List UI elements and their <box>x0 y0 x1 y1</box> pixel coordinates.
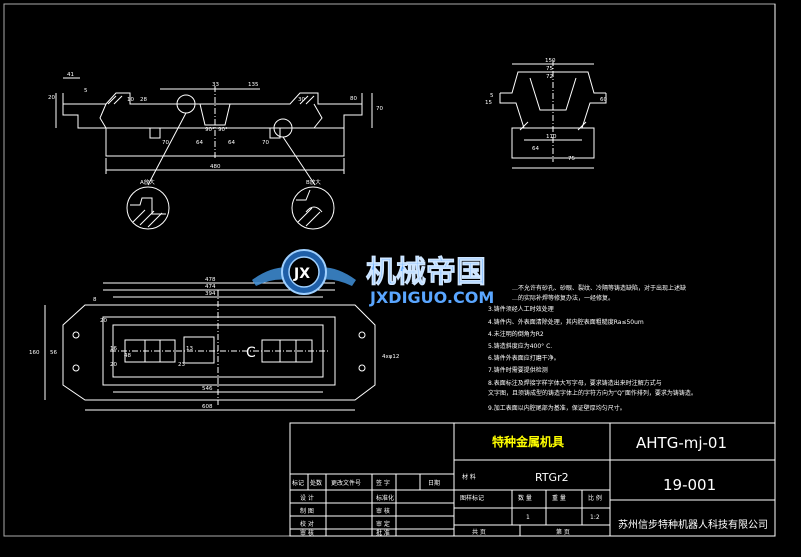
watermark-logo: JX <box>252 249 356 295</box>
dim-label: 33 <box>212 82 219 88</box>
dim-label: 4xφ12 <box>382 354 399 360</box>
dim-label: 16 <box>110 346 117 352</box>
dim-label: 5 <box>84 88 88 94</box>
front-view-dims: 41 20 5 33 135 28 10 30 70 80 70 64 90° … <box>48 72 383 170</box>
note-item: 4.铸件内、外表面清除处理，其内腔表面粗糙度Ra≤50um <box>488 318 644 326</box>
plan-center-mark: C <box>246 345 256 361</box>
role-draft: 制 图 <box>300 507 314 515</box>
dim-label: 13 <box>186 346 193 352</box>
dim-label: 56 <box>50 350 57 356</box>
material-value: RTGr2 <box>535 471 569 484</box>
company-name: 苏州信步特种机器人科技有限公司 <box>618 518 768 531</box>
dim-label: 20 <box>100 318 107 324</box>
material-label: 材 料 <box>462 473 476 481</box>
plan-view-dims: 478 474 394 8 20 160 56 16 48 20 23 13 5… <box>29 277 399 410</box>
dim-label: 150 <box>545 58 556 64</box>
section-detail-a <box>126 186 170 230</box>
watermark-title-cn: 机械帝国 <box>366 255 486 290</box>
role-check: 校 对 <box>300 520 314 528</box>
dim-label: 80 <box>350 96 357 102</box>
section-detail-b <box>291 186 335 230</box>
quantity-value: 1 <box>526 514 530 521</box>
dim-label: 75 <box>568 156 575 162</box>
attr-drawing-mark: 图样标记 <box>460 494 484 502</box>
note-item: 6.铸件外表面应打磨干净。 <box>488 354 560 362</box>
front-view <box>55 77 373 186</box>
dim-label: 64 <box>532 146 539 152</box>
section-a-label: A放大 <box>140 178 155 186</box>
sheet-total: 共 页 <box>472 528 486 536</box>
dim-label: 15 <box>485 100 492 106</box>
attr-weight: 重 量 <box>552 494 566 502</box>
dim-label: 135 <box>248 82 259 88</box>
watermark-title-en: JXDIGUO.COM <box>369 288 494 307</box>
side-view <box>499 60 607 169</box>
drawing-number: 19-001 <box>663 476 716 494</box>
dim-label: 5 <box>490 93 494 99</box>
dim-label: 64 <box>196 140 203 146</box>
dim-label: 60 <box>600 97 607 103</box>
dim-label: 72 <box>546 74 553 80</box>
role-review: 审 核 <box>300 529 314 537</box>
dim-label: 23 <box>178 362 185 368</box>
role-design: 设 计 <box>300 494 314 502</box>
dim-label: 90° <box>205 127 215 133</box>
note-item: 8.表面标注及焊接字样字体大写字母，要求铸造出来时注解方式与 <box>488 379 662 387</box>
sign-standard: 标准化 <box>376 494 394 502</box>
attr-quantity: 数 量 <box>518 494 532 502</box>
header-doc: 更改文件号 <box>331 479 361 487</box>
dim-label: 546 <box>202 386 213 392</box>
dim-label: 608 <box>202 404 213 410</box>
header-date: 日期 <box>428 479 440 487</box>
note-line: …的实际补焊等修复办法，一经修复。 <box>512 294 614 302</box>
dim-label: 90° <box>218 127 228 133</box>
dim-label: 8 <box>93 297 97 303</box>
dim-label: 70 <box>376 106 383 112</box>
dim-label: 41 <box>67 72 74 78</box>
dim-label: 474 <box>205 284 216 290</box>
dim-label: 30 <box>298 97 305 103</box>
header-count: 处数 <box>310 479 322 487</box>
side-view-dims: 150 75 72 5 15 110 64 60 75 <box>485 58 607 162</box>
dim-label: 160 <box>29 350 40 356</box>
dim-label: 480 <box>210 164 221 170</box>
dim-label: 478 <box>205 277 216 283</box>
section-b-label: B放大 <box>306 178 321 186</box>
drawing-code: AHTG-mj-01 <box>636 434 727 452</box>
sign-ratify: 批 准 <box>376 529 390 537</box>
note-item: 4.未注明的倒角为R2 <box>488 330 544 338</box>
dim-label: 75 <box>546 66 553 72</box>
technical-notes: …不允许有砂孔、砂眼、裂纹、冷隔等铸造缺陷，对于出现上述缺 …的实际补焊等修复办… <box>488 284 697 412</box>
note-item: 3.铸件须经人工时效处理 <box>488 305 554 313</box>
title-block-revision-headers: 标记 处数 更改文件号 签 字 日期 <box>292 479 440 487</box>
attr-scale: 比 例 <box>588 494 602 502</box>
header-sign: 签 字 <box>376 479 390 487</box>
dim-label: 64 <box>228 140 235 146</box>
note-line: …不允许有砂孔、砂眼、裂纹、冷隔等铸造缺陷，对于出现上述缺 <box>512 284 686 292</box>
dim-label: 20 <box>110 362 117 368</box>
dim-label: 70 <box>162 140 169 146</box>
dim-label: 20 <box>48 95 55 101</box>
dim-label: 10 <box>127 97 134 103</box>
dim-label: 394 <box>205 291 216 297</box>
title-block-attributes: 图样标记 数 量 重 量 比 例 1 1:2 共 页 第 页 <box>460 494 602 536</box>
header-mark: 标记 <box>292 479 304 487</box>
sign-approve: 审 定 <box>376 520 390 528</box>
dim-label: 110 <box>546 134 557 140</box>
note-item: 5.铸造斜度应为400° C. <box>488 342 552 350</box>
dim-label: 28 <box>140 97 147 103</box>
note-item: 文字图，且须铸成型的铸造字体上的字符方向为“Q”面作排列，要求为铸铸造。 <box>488 389 697 397</box>
dim-label: 70 <box>262 140 269 146</box>
title-block-roles: 设 计 制 图 校 对 审 核 标准化 审 核 审 定 批 准 <box>300 494 394 537</box>
title-block <box>289 422 776 537</box>
watermark-logo-letters: JX <box>293 266 310 282</box>
sign-review: 审 核 <box>376 507 390 515</box>
dim-label: 48 <box>124 353 131 359</box>
note-item: 7.铸件时需要提供检测 <box>488 366 548 374</box>
scale-value: 1:2 <box>590 514 600 521</box>
note-item: 9.加工表面以内腔尾部为基准，保证壁厚均匀尺寸。 <box>488 404 626 412</box>
part-name: 特种金属机具 <box>492 434 564 449</box>
sheet-current: 第 页 <box>556 528 570 536</box>
